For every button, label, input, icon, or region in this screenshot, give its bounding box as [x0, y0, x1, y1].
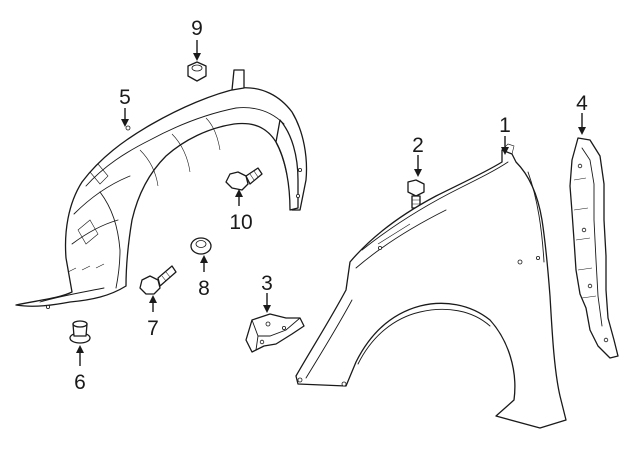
callout-9: 9	[191, 17, 203, 40]
nut-part-9	[187, 61, 207, 82]
callout-3: 3	[261, 272, 273, 295]
push-clip-part-6	[69, 320, 91, 344]
panel-part-4	[569, 137, 619, 359]
leader-lines	[76, 40, 586, 366]
bolt-part-2	[407, 179, 425, 209]
callout-4: 4	[576, 92, 588, 115]
callout-2: 2	[412, 134, 424, 157]
clip-part-8	[190, 237, 212, 255]
callout-6: 6	[74, 371, 86, 394]
callout-8: 8	[198, 277, 210, 300]
bolt-part-10	[225, 167, 263, 191]
screw-part-7	[139, 265, 177, 295]
callout-labels: 1 2 3 4 5 6 7 8 9 10	[74, 17, 588, 394]
callout-1: 1	[499, 114, 511, 137]
callout-5: 5	[119, 86, 131, 109]
callout-10: 10	[229, 211, 252, 234]
bracket-part-3	[245, 313, 305, 353]
fender-liner-part	[15, 69, 308, 309]
callout-7: 7	[147, 317, 159, 340]
fender-part-1	[295, 143, 567, 429]
